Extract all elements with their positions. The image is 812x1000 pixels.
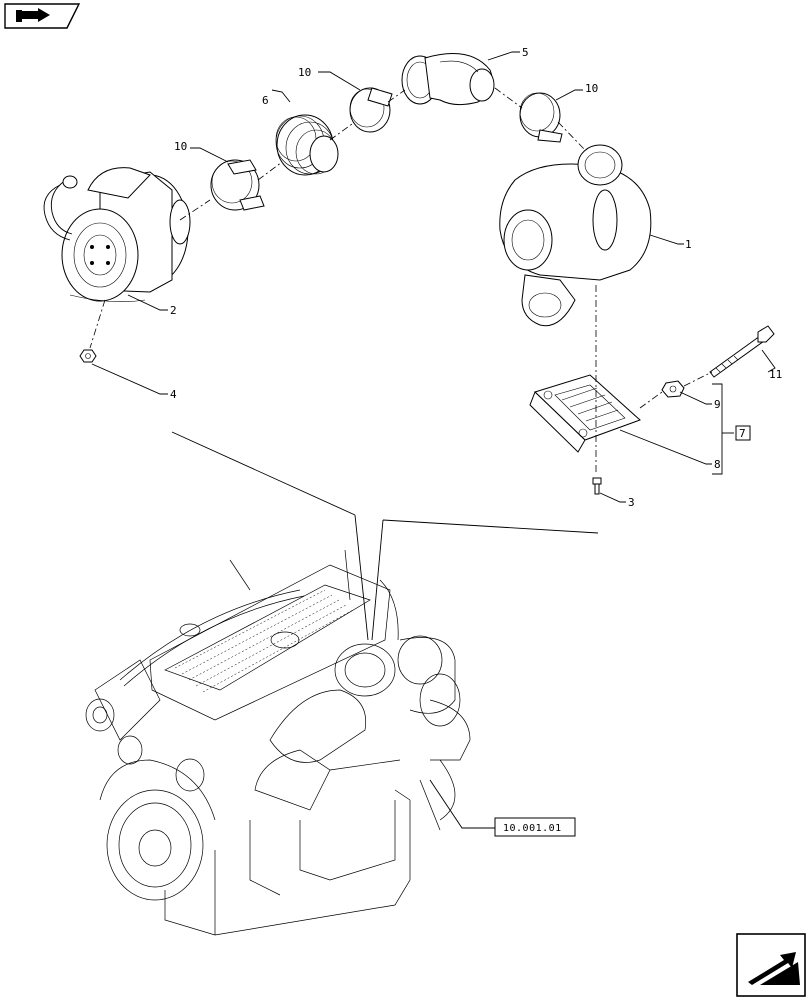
engine-overview xyxy=(85,431,599,936)
callout-2: 2 xyxy=(170,304,177,317)
nut-part-4 xyxy=(79,349,97,363)
clamp-part-10-right xyxy=(519,92,563,143)
callout-labels: 1 2 3 4 5 6 7 8 9 10 10 10 11 xyxy=(170,46,782,509)
callout-10-right: 10 xyxy=(585,82,598,95)
next-page-arrow-icon[interactable] xyxy=(736,933,806,997)
assembly-axis-lines xyxy=(89,87,713,475)
callout-10-middle: 10 xyxy=(298,66,311,79)
bolt-part-3 xyxy=(592,477,602,495)
leader-lines xyxy=(91,51,776,503)
bolt-part-11 xyxy=(709,325,775,378)
clamp-part-10-left xyxy=(210,159,265,211)
callout-5: 5 xyxy=(522,46,529,59)
book-arrow-icon[interactable] xyxy=(4,3,81,29)
callout-9: 9 xyxy=(714,398,721,411)
group-bracket-7 xyxy=(712,383,751,475)
callout-7: 7 xyxy=(739,427,746,440)
clamp-part-10-middle xyxy=(349,87,393,133)
callout-11: 11 xyxy=(769,368,782,381)
elbow-part-5 xyxy=(401,53,495,106)
flange-part-8 xyxy=(529,374,641,453)
section-reference-link[interactable]: 10.001.01 xyxy=(429,779,576,837)
turbocharger-left xyxy=(43,167,191,302)
callout-4: 4 xyxy=(170,388,177,401)
bellows-part-6 xyxy=(275,114,339,176)
callout-6: 6 xyxy=(262,94,269,107)
callout-10-left: 10 xyxy=(174,140,187,153)
callout-1: 1 xyxy=(685,238,692,251)
nut-part-9 xyxy=(661,380,685,398)
callout-3: 3 xyxy=(628,496,635,509)
callout-8: 8 xyxy=(714,458,721,471)
section-reference-label[interactable]: 10.001.01 xyxy=(503,823,562,834)
turbocharger-right xyxy=(499,144,652,327)
